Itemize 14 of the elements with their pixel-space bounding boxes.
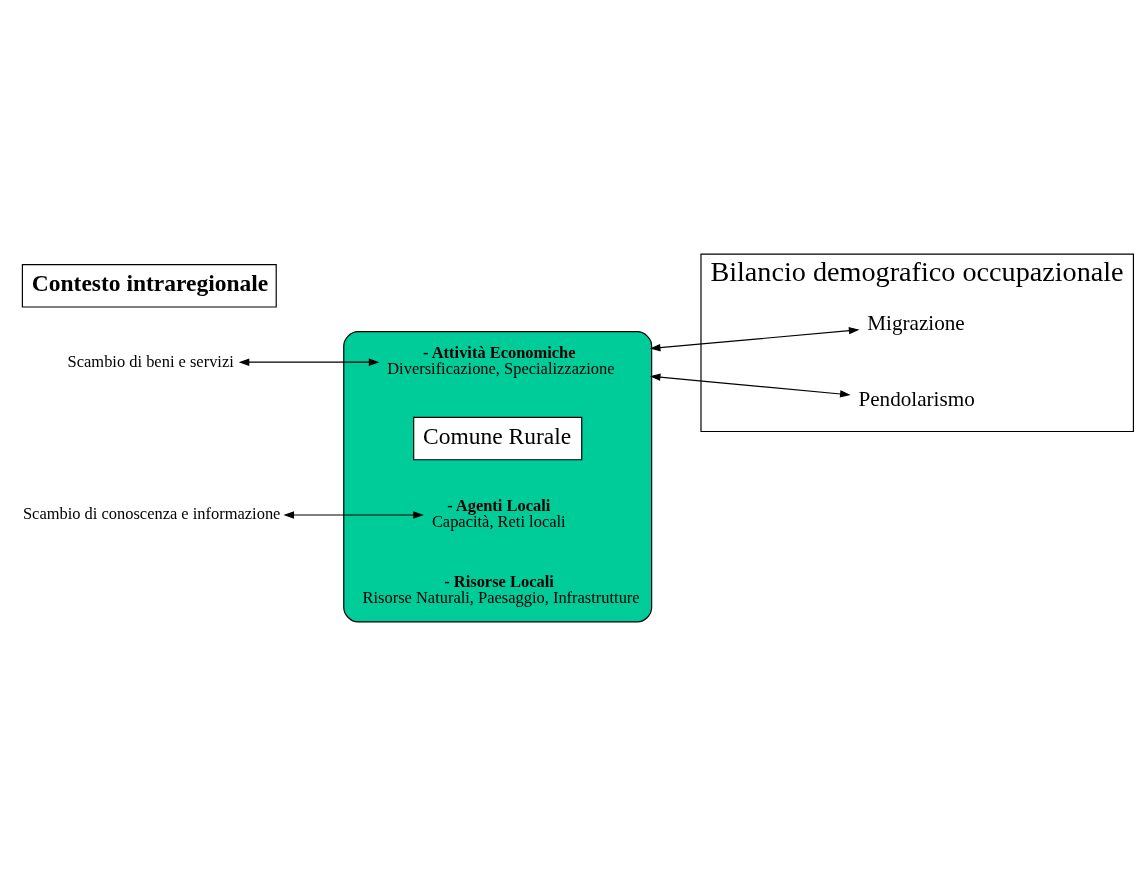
arrow [283, 510, 424, 519]
node-text: Scambio di beni e servizi [67, 351, 234, 371]
node-text: - Risorse Locali Risorse Naturali, Paesaggio, Infrastrutture [362, 571, 640, 607]
node-text: Pendolarismo [858, 386, 975, 411]
arrow [649, 373, 851, 398]
node-text: Migrazione [867, 310, 965, 335]
node-text: Scambio di conoscenza e informazione [22, 503, 281, 523]
node-box: Contesto intraregionale [21, 263, 277, 308]
node-text: - Agenti Locali Capacità, Reti locali [431, 495, 566, 531]
arrow [649, 326, 860, 351]
cluster [343, 330, 653, 622]
node-text: - Attività Economiche Diversificazione, Specializzazione [387, 342, 615, 378]
node-box: Comune Rurale [413, 416, 583, 460]
arrow [238, 358, 380, 366]
